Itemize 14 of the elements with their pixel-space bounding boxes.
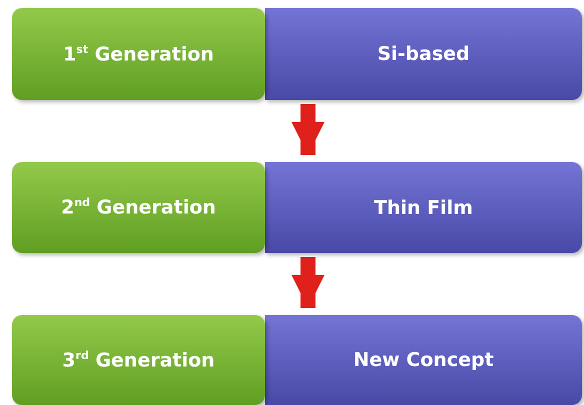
generation-box: [12, 315, 265, 405]
box-label: Si-based: [377, 43, 470, 65]
box-label: 1$^{st}$ Generation: [63, 42, 214, 66]
arrow: [292, 104, 324, 155]
generation-box: [12, 162, 265, 253]
box-label: 2$^{nd}$ Generation: [61, 196, 216, 219]
arrow: [292, 257, 324, 308]
technology-band: [265, 162, 582, 253]
technology-band: [265, 8, 582, 100]
box-label: 3$^{rd}$ Generation: [62, 348, 215, 372]
generation-box: [12, 8, 265, 100]
box-label: New Concept: [353, 349, 494, 371]
technology-band: [265, 315, 582, 405]
box-label: Thin Film: [374, 196, 473, 218]
